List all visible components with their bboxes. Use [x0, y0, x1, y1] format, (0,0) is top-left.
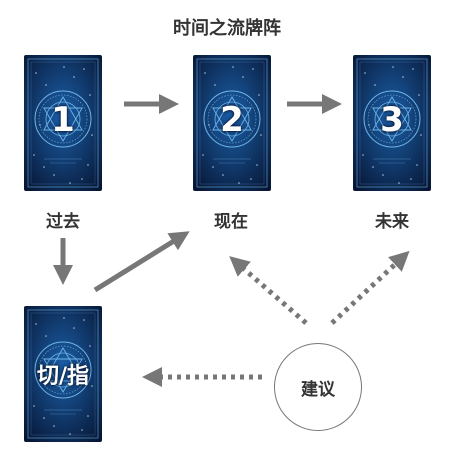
card-past: 1 [24, 55, 102, 191]
tarot-card-back-icon [193, 55, 271, 191]
card-present: 2 [193, 55, 271, 191]
card-entry: 切/指 [24, 306, 102, 442]
card-number-2: 2 [220, 100, 244, 140]
card-entry-label: 切/指 [36, 364, 90, 389]
card-future: 3 [353, 55, 431, 191]
card-number-3: 3 [380, 100, 404, 140]
dotted-advice-to-future [330, 250, 410, 325]
tarot-card-back-icon [353, 55, 431, 191]
tarot-card-back-icon [24, 306, 102, 442]
label-past: 过去 [46, 212, 80, 232]
arrow-entry-to-present [93, 231, 190, 293]
dotted-advice-to-present [229, 256, 308, 325]
advice-circle: 建议 [274, 343, 362, 431]
tarot-card-back-icon [24, 55, 102, 191]
label-future: 未来 [375, 212, 409, 232]
label-present: 现在 [214, 212, 248, 232]
spread-title: 时间之流牌阵 [173, 18, 281, 39]
card-number-1: 1 [51, 100, 75, 140]
